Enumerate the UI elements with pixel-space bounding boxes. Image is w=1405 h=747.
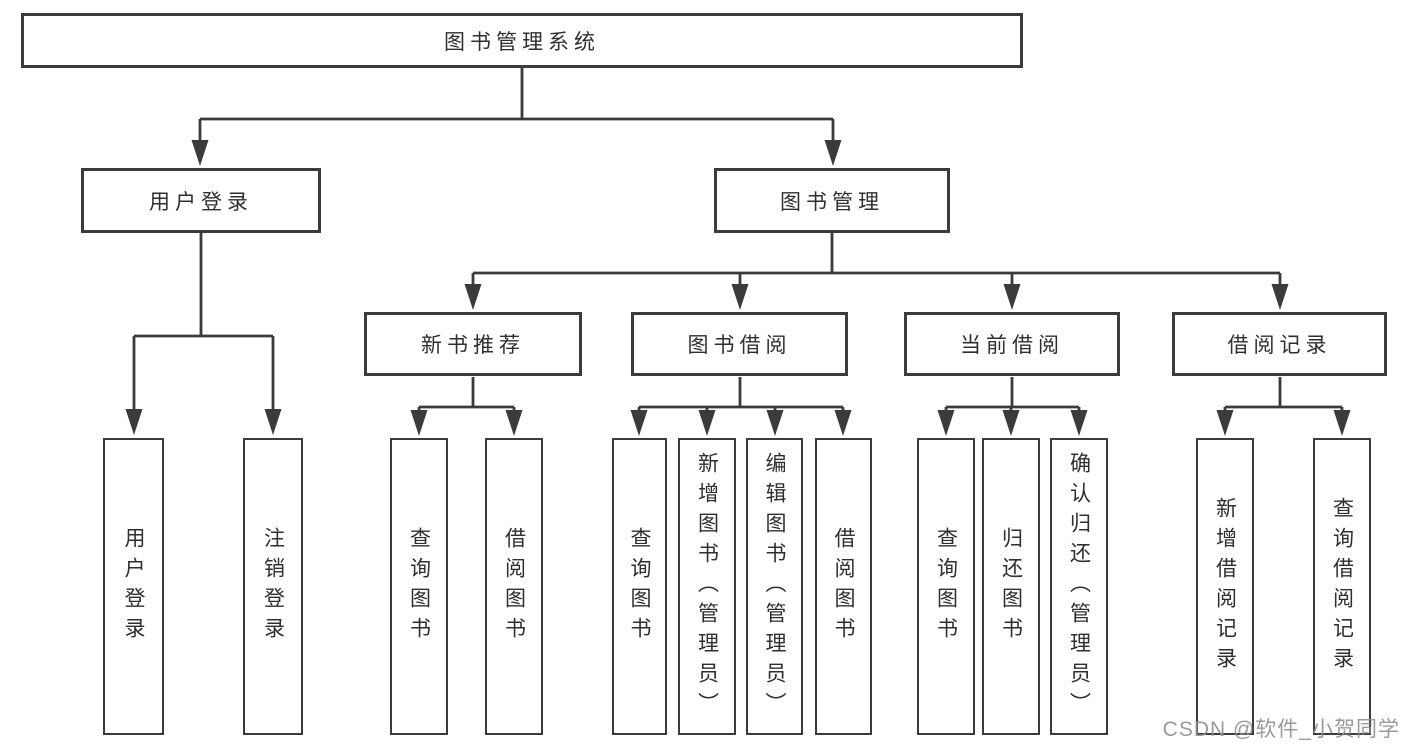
leaf-query-books-recommend: 查询图书 [390, 438, 448, 735]
leaf-query-books-current: 查询图书 [917, 438, 975, 735]
leaf-confirm-return-admin: 确认归还（管理员） [1050, 438, 1108, 735]
node-borrowing-records: 借阅记录 [1172, 312, 1387, 376]
node-new-book-recommendation: 新书推荐 [364, 312, 582, 376]
leaf-borrow-books-recommend: 借阅图书 [485, 438, 543, 735]
leaf-query-borrow-record: 查询借阅记录 [1313, 438, 1371, 735]
leaf-borrow-books: 借阅图书 [815, 438, 872, 735]
node-current-borrowing: 当前借阅 [904, 312, 1120, 376]
leaf-logout: 注销登录 [243, 438, 303, 735]
node-book-borrowing: 图书借阅 [631, 312, 848, 376]
csdn-watermark: CSDN @软件_小贺同学 [1162, 718, 1400, 741]
node-library-management-system: 图书管理系统 [21, 13, 1023, 68]
leaf-edit-book-admin: 编辑图书（管理员） [746, 438, 803, 735]
leaf-add-book-admin: 新增图书（管理员） [678, 438, 736, 735]
leaf-user-login: 用户登录 [103, 438, 164, 735]
node-user-login: 用户登录 [81, 168, 321, 233]
leaf-query-books-borrow: 查询图书 [612, 438, 667, 735]
node-book-management: 图书管理 [714, 168, 950, 233]
leaf-add-borrow-record: 新增借阅记录 [1196, 438, 1254, 735]
leaf-return-books: 归还图书 [982, 438, 1040, 735]
